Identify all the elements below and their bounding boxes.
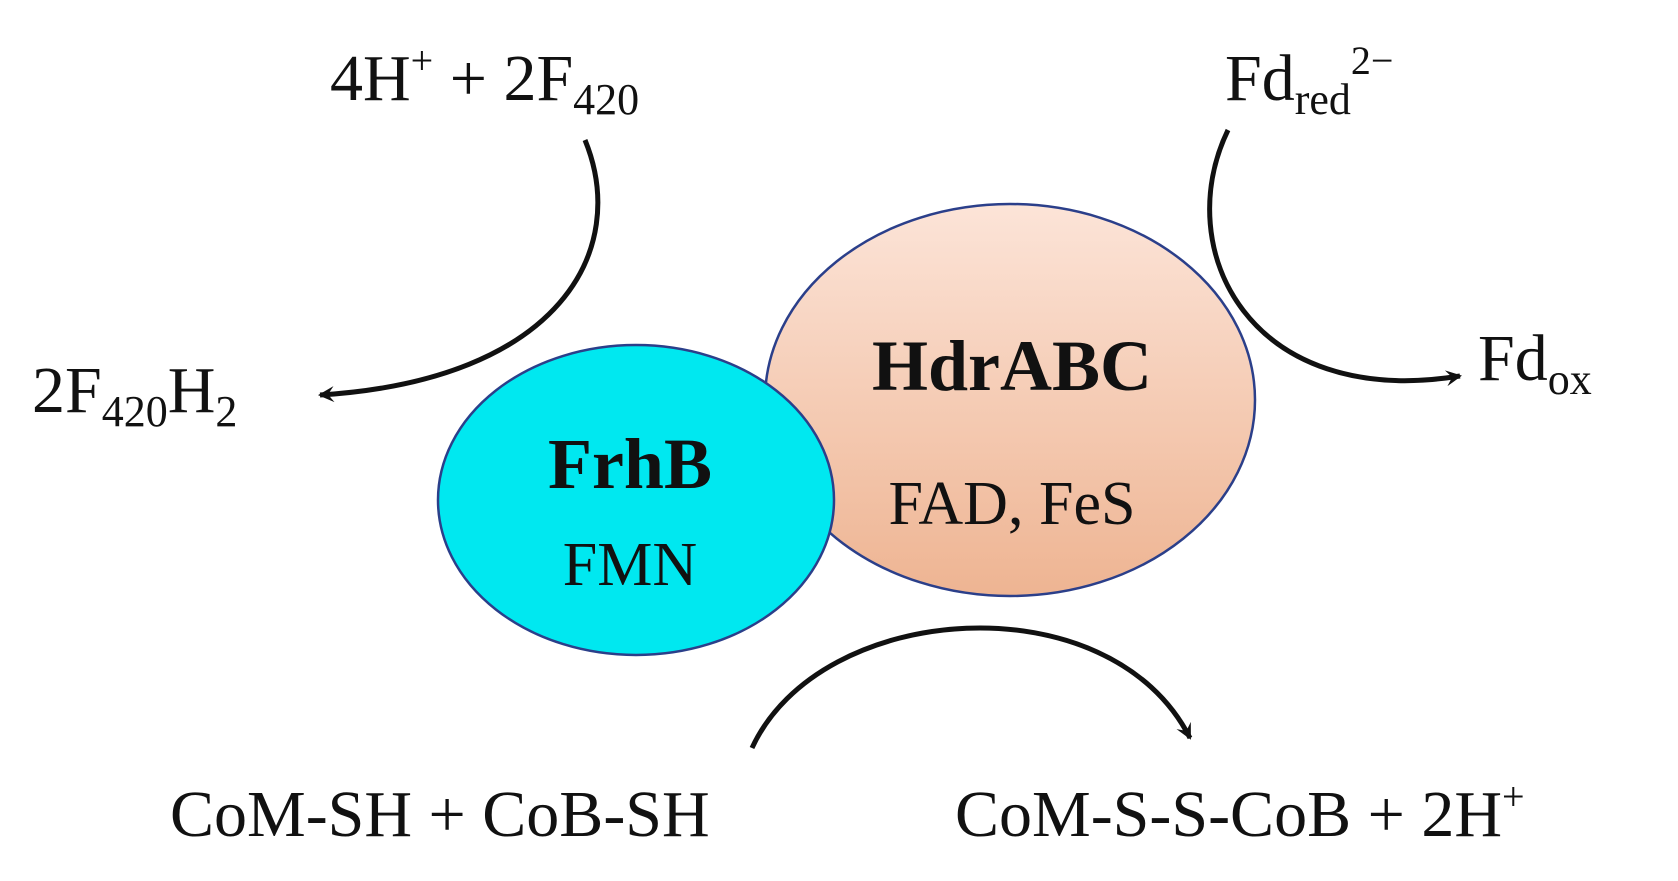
frhb-name: FrhB (548, 424, 712, 504)
thiols-substrate-label: CoM-SH + CoB-SH (170, 778, 710, 851)
frhb-cofactor: FMN (563, 531, 697, 599)
ferredoxin-oxidation-arrow (1207, 128, 1462, 387)
f420-substrate-label: 4H+ + 2F420 (330, 38, 639, 124)
ferredoxin-oxidized-label: Fdox (1478, 322, 1592, 404)
ferredoxin-reduced-label: Fdred2− (1225, 38, 1393, 124)
f420h2-product-label: 2F420H2 (32, 354, 237, 436)
frhb-ellipse (436, 343, 836, 657)
heterodisulfide-product-label: CoM-S-S-CoB + 2H+ (955, 774, 1525, 851)
hdrabc-name: HdrABC (872, 326, 1152, 406)
heterodisulfide-formation-arrow (749, 625, 1193, 750)
f420-reduction-arrow (318, 139, 601, 403)
hdrabc-cofactor: FAD, FeS (889, 470, 1136, 538)
